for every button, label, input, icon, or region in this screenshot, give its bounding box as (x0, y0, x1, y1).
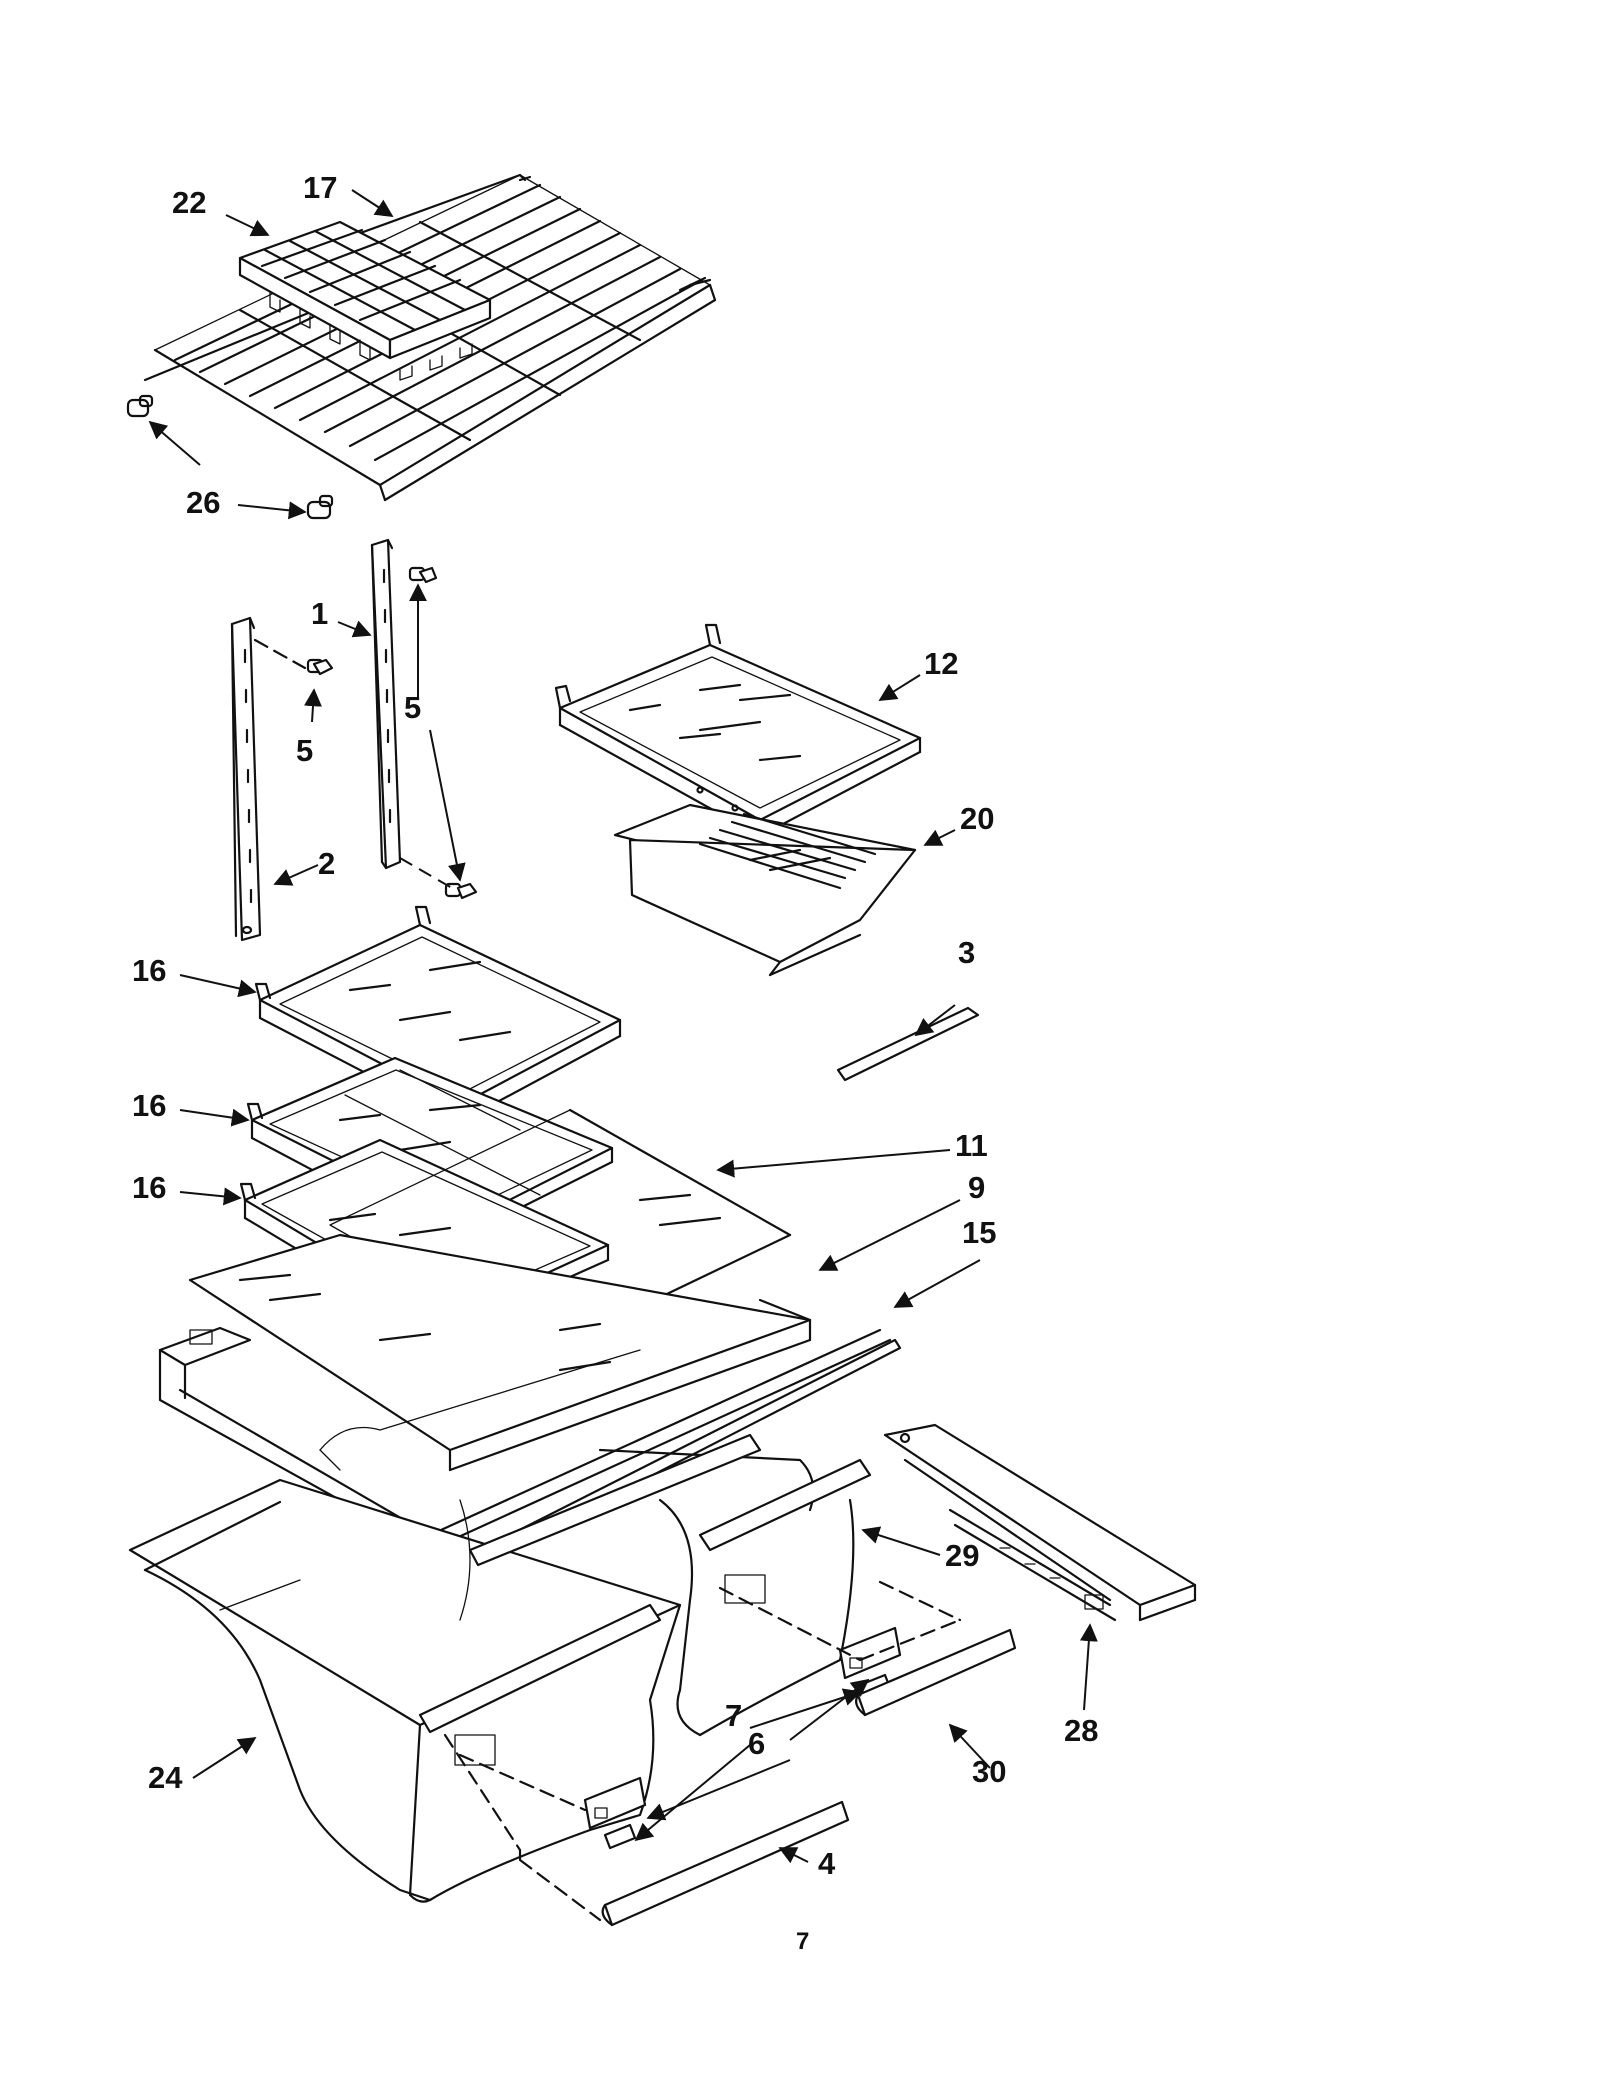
callout-26: 26 (186, 485, 221, 520)
callout-28: 28 (1064, 1713, 1099, 1748)
assembly-lines (443, 1580, 962, 1922)
drawer-20 (613, 803, 917, 977)
callout-2: 2 (318, 846, 336, 881)
callout-16-middle: 16 (132, 1088, 167, 1123)
leader-lines (148, 189, 1098, 1864)
callout-29: 29 (945, 1538, 980, 1573)
trim-3 (836, 1006, 980, 1082)
shelf-stop-26-b (306, 494, 334, 520)
shelf-ladder-1 (370, 538, 402, 870)
clip-6-left (603, 1823, 637, 1850)
screw-5-c (444, 882, 478, 900)
screw-5-a (306, 658, 334, 676)
callout-1: 1 (311, 596, 329, 631)
callout-4: 4 (818, 1846, 836, 1881)
center-rail (468, 1433, 762, 1567)
callout-30: 30 (972, 1754, 1007, 1789)
callout-22: 22 (172, 185, 207, 220)
clip-7-left (583, 1776, 647, 1830)
ice-tray-22 (238, 220, 492, 381)
callout-7: 7 (725, 1698, 743, 1733)
shelf-ladder-2 (230, 616, 307, 942)
crisper-drawer-24 (128, 1478, 682, 1903)
callout-20: 20 (960, 801, 995, 836)
callout-6: 6 (748, 1726, 766, 1761)
callout-3: 3 (958, 935, 976, 970)
crisper-drawer-29 (598, 1448, 872, 1737)
callout-24: 24 (148, 1760, 183, 1795)
callout-5-right: 5 (404, 690, 422, 725)
callout-16-top: 16 (132, 953, 167, 988)
callout-9: 9 (968, 1170, 986, 1205)
clip-7-right (838, 1626, 902, 1680)
page-number: 7 (796, 1928, 810, 1955)
callout-12: 12 (924, 646, 959, 681)
handle-4 (601, 1800, 850, 1927)
callout-5-left: 5 (296, 733, 314, 768)
callout-15: 15 (962, 1215, 997, 1250)
shelf-stop-26-a (126, 394, 154, 418)
crisper-cover-12 (554, 623, 922, 838)
callout-16-bottom: 16 (132, 1170, 167, 1205)
slide-bracket-28 (883, 1423, 1197, 1622)
callout-11: 11 (955, 1128, 988, 1163)
callout-17: 17 (303, 170, 338, 205)
screw-5-b (408, 566, 438, 584)
glass-shelf-9 (188, 1233, 812, 1472)
